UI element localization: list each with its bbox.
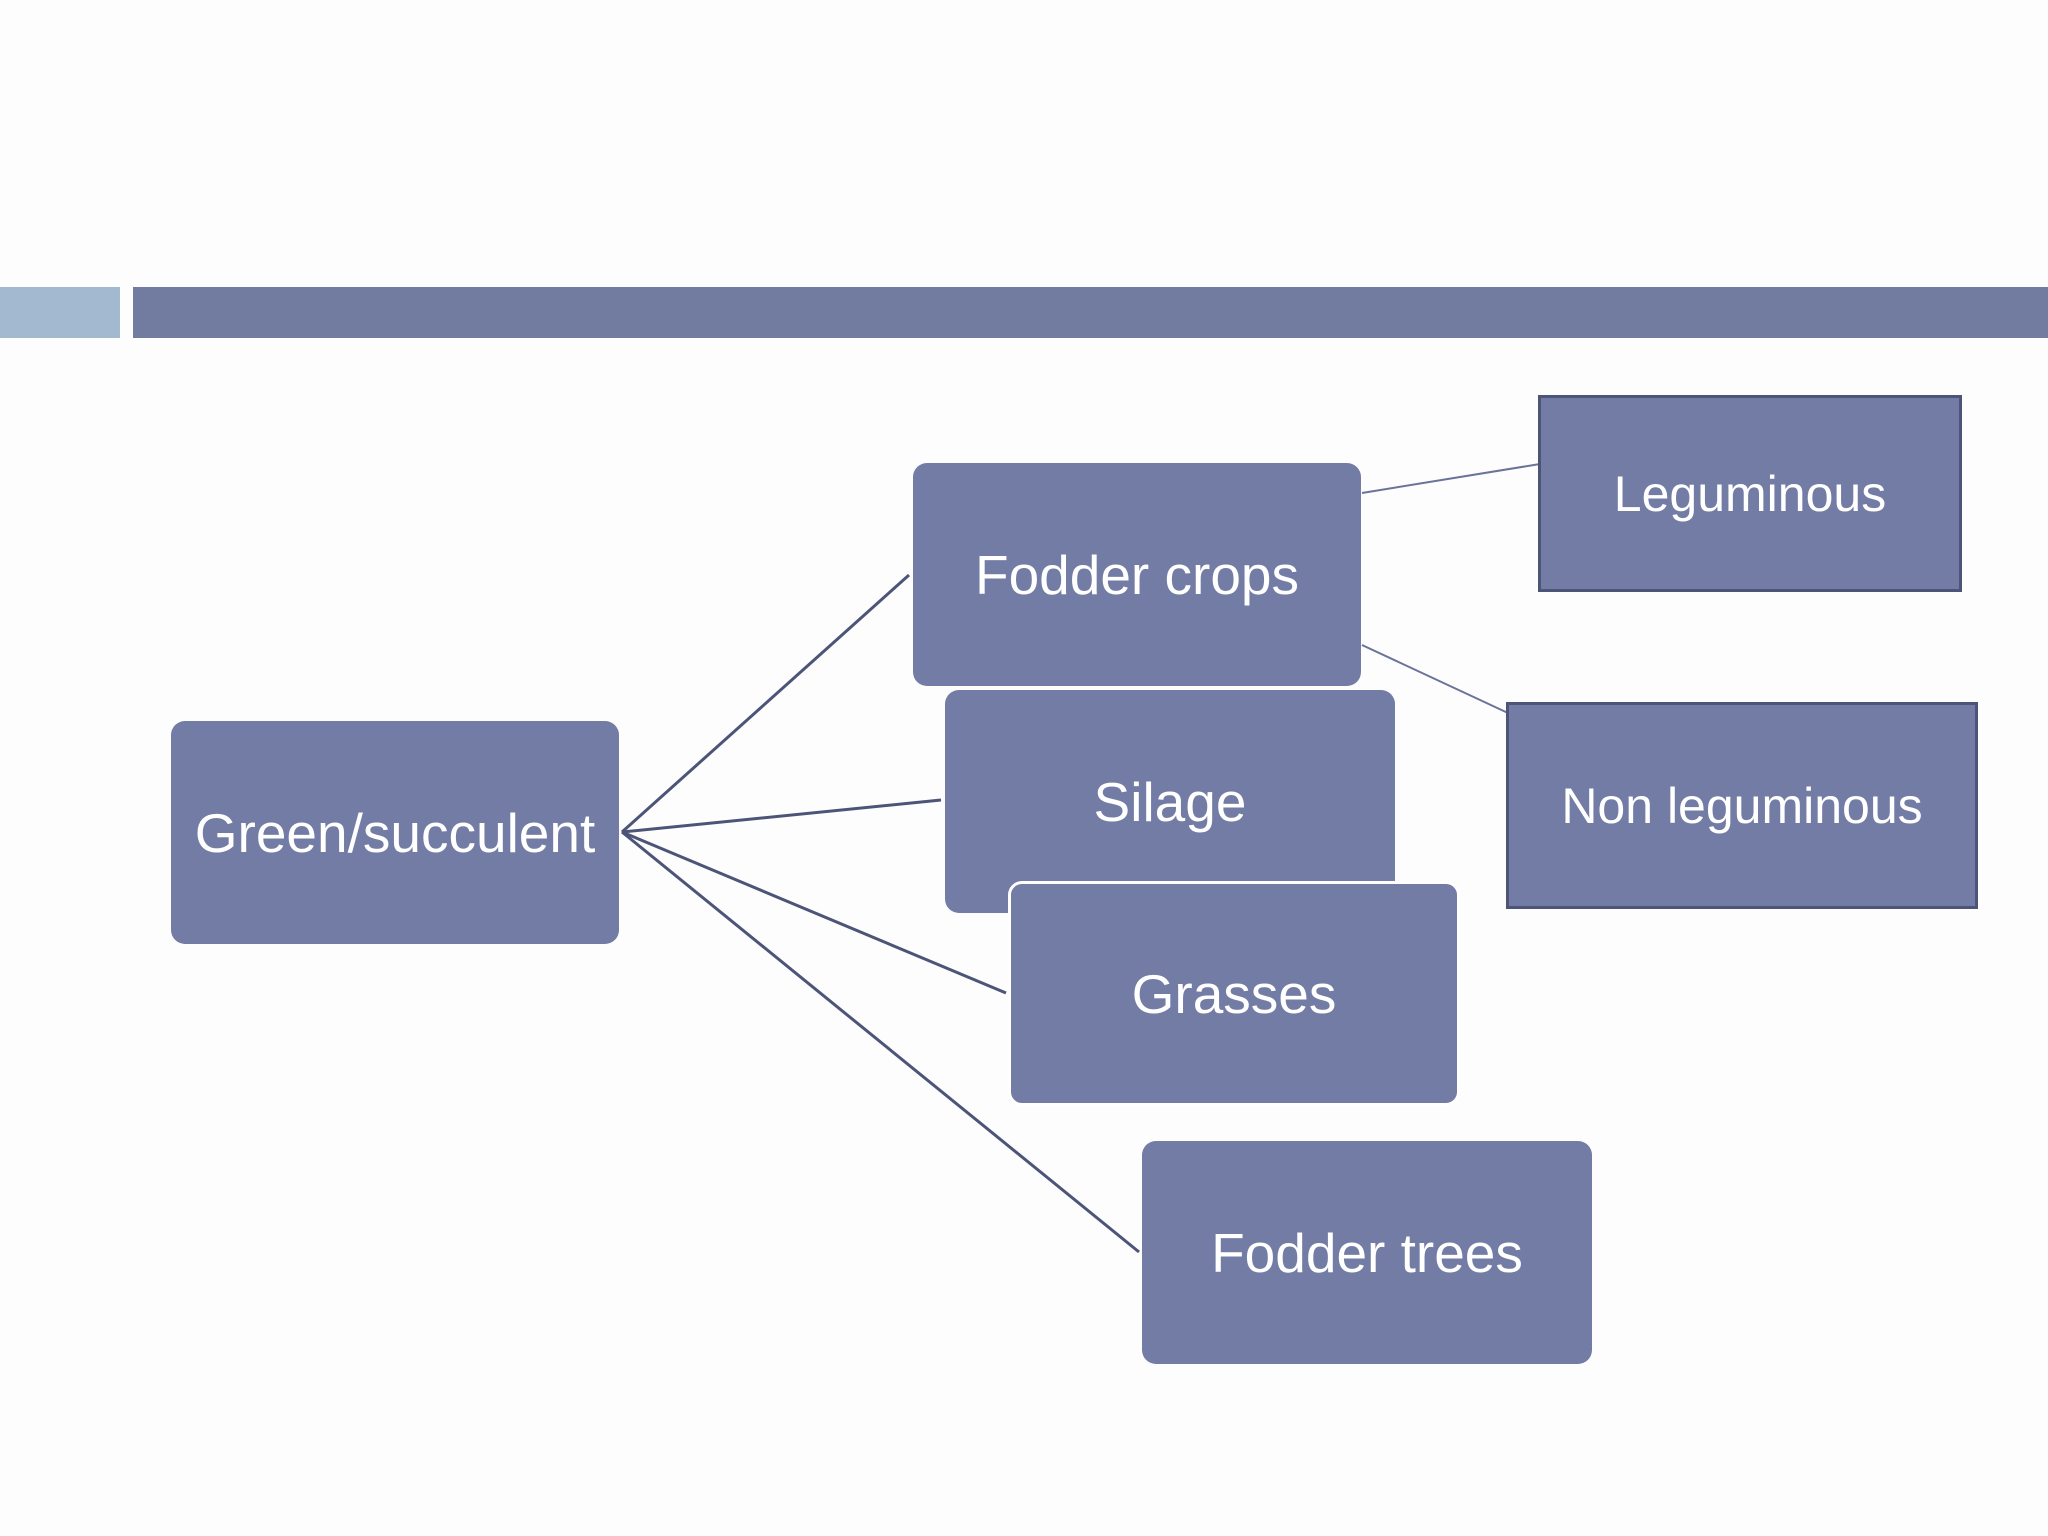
node-label: Fodder trees — [1211, 1221, 1523, 1284]
node-label: Non leguminous — [1561, 777, 1923, 834]
connector-root-grasses — [621, 830, 1007, 995]
node-label: Green/succulent — [194, 801, 596, 864]
node-fodder-trees: Fodder trees — [1142, 1141, 1592, 1364]
node-label: Fodder crops — [974, 543, 1300, 606]
node-label: Grasses — [1131, 962, 1337, 1025]
node-green-succulent: Green/succulent — [171, 721, 619, 944]
connector-root-fodder-trees — [621, 830, 1140, 1254]
node-leguminous: Leguminous — [1538, 395, 1962, 592]
node-grasses: Grasses — [1008, 881, 1460, 1106]
connector-fodder-crops-non-leguminous — [1361, 644, 1509, 714]
header-bar — [133, 287, 2048, 338]
header-accent-bar — [0, 287, 120, 338]
node-label: Leguminous — [1613, 465, 1887, 522]
node-silage: Silage — [945, 690, 1395, 913]
connector-fodder-crops-leguminous — [1361, 463, 1541, 494]
connector-root-fodder-crops — [620, 573, 911, 834]
node-non-leguminous: Non leguminous — [1506, 702, 1978, 909]
connector-root-silage — [621, 798, 942, 834]
node-fodder-crops: Fodder crops — [913, 463, 1361, 686]
node-label: Silage — [1093, 770, 1247, 833]
